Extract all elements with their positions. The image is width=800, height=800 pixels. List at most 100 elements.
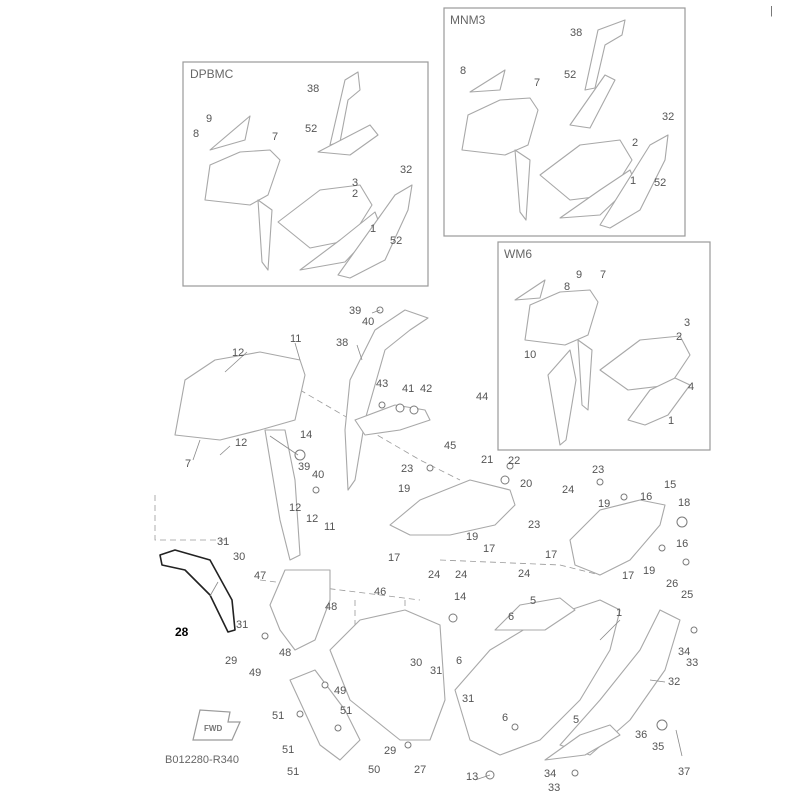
leader bbox=[294, 342, 301, 361]
callout: 24 bbox=[455, 569, 467, 581]
callout: 41 bbox=[402, 383, 414, 395]
bolt bbox=[296, 710, 304, 718]
leader bbox=[219, 445, 231, 456]
bolt bbox=[426, 464, 434, 472]
callout: 4 bbox=[688, 381, 694, 393]
callout: 2 bbox=[632, 137, 638, 149]
side-cowling-part bbox=[277, 184, 373, 249]
callout: 40 bbox=[362, 316, 374, 328]
bolt bbox=[506, 462, 514, 470]
callout: 29 bbox=[384, 745, 396, 757]
bolt bbox=[321, 681, 329, 689]
bolt bbox=[404, 741, 412, 749]
variant-label-mnm3: MNM3 bbox=[450, 13, 486, 27]
upper-fairing-part bbox=[524, 289, 599, 346]
lower-trim-part bbox=[544, 724, 621, 761]
callout: 31 bbox=[430, 665, 442, 677]
fwd-arrow-icon: FWD bbox=[192, 709, 241, 741]
leader bbox=[192, 439, 201, 461]
fairing-bracket-part bbox=[344, 309, 429, 491]
callout: 48 bbox=[279, 647, 291, 659]
callout: 1 bbox=[616, 607, 622, 619]
callout: 45 bbox=[444, 440, 456, 452]
collar bbox=[395, 403, 405, 413]
callout: 12 bbox=[232, 347, 244, 359]
bolt bbox=[378, 401, 386, 409]
small-panel-part bbox=[494, 597, 576, 631]
callout: 23 bbox=[592, 464, 604, 476]
variant-box-frame bbox=[497, 241, 711, 451]
bolt bbox=[596, 478, 604, 486]
callout: 52 bbox=[564, 69, 576, 81]
callout: 14 bbox=[300, 429, 312, 441]
callout: 43 bbox=[376, 378, 388, 390]
upper-fairing-part bbox=[461, 97, 539, 156]
bolt bbox=[261, 632, 269, 640]
leader bbox=[371, 309, 381, 314]
lower-fin-part bbox=[289, 669, 361, 761]
side-cowling-part bbox=[599, 335, 691, 391]
callout: 9 bbox=[206, 113, 212, 125]
variant-box-frame bbox=[443, 7, 686, 237]
callout: 7 bbox=[600, 269, 606, 281]
callout: 35 bbox=[652, 741, 664, 753]
callout: 8 bbox=[460, 65, 466, 77]
leader bbox=[356, 344, 363, 361]
callout: 19 bbox=[466, 531, 478, 543]
callout: 5 bbox=[573, 714, 579, 726]
upper-fairing-part bbox=[174, 351, 306, 441]
bolt bbox=[571, 769, 579, 777]
callout: 32 bbox=[668, 676, 680, 688]
callout: 34 bbox=[544, 768, 556, 780]
callout: 26 bbox=[666, 578, 678, 590]
callout: 49 bbox=[334, 685, 346, 697]
callout: 29 bbox=[225, 655, 237, 667]
callout: 11 bbox=[324, 521, 335, 533]
inner-panel-28-part bbox=[159, 549, 236, 633]
callout: 31 bbox=[462, 693, 474, 705]
leader bbox=[269, 435, 299, 456]
side-cover-part bbox=[627, 377, 691, 426]
callout: 44 bbox=[476, 391, 488, 403]
grommet bbox=[448, 613, 458, 623]
callout: 7 bbox=[185, 458, 191, 470]
variant-box-frame bbox=[182, 61, 429, 287]
callout: 1 bbox=[630, 175, 636, 187]
bolt bbox=[690, 626, 698, 634]
assembly-line bbox=[439, 559, 601, 576]
grommet bbox=[656, 719, 668, 731]
intake-duct-part bbox=[389, 479, 516, 536]
callout: 17 bbox=[388, 552, 400, 564]
bolt bbox=[682, 558, 690, 566]
bracket-part bbox=[584, 19, 626, 91]
callout: 47 bbox=[254, 570, 266, 582]
callout: 2 bbox=[676, 331, 682, 343]
callout: 8 bbox=[564, 281, 570, 293]
callout: 17 bbox=[622, 570, 634, 582]
callout: 33 bbox=[686, 657, 698, 669]
callout: 1 bbox=[370, 223, 376, 235]
lower-panel-part bbox=[337, 184, 413, 279]
assembly-line bbox=[259, 579, 421, 601]
assembly-line bbox=[154, 495, 230, 541]
bolt bbox=[500, 475, 510, 485]
grommet bbox=[676, 516, 688, 528]
callout: 23 bbox=[401, 463, 413, 475]
callout: 27 bbox=[414, 764, 426, 776]
callout: 33 bbox=[548, 782, 560, 794]
callout: 18 bbox=[678, 497, 690, 509]
leader bbox=[224, 351, 248, 373]
leader bbox=[209, 581, 219, 597]
callout: 9 bbox=[576, 269, 582, 281]
callout: 24 bbox=[562, 484, 574, 496]
callout: 34 bbox=[678, 646, 690, 658]
side-cover-part bbox=[299, 211, 381, 271]
callout: 51 bbox=[287, 766, 299, 778]
callout: 12 bbox=[235, 437, 247, 449]
callout: 50 bbox=[368, 764, 380, 776]
callout: 42 bbox=[420, 383, 432, 395]
callout: 21 bbox=[481, 454, 493, 466]
side-duct-part bbox=[569, 499, 666, 576]
